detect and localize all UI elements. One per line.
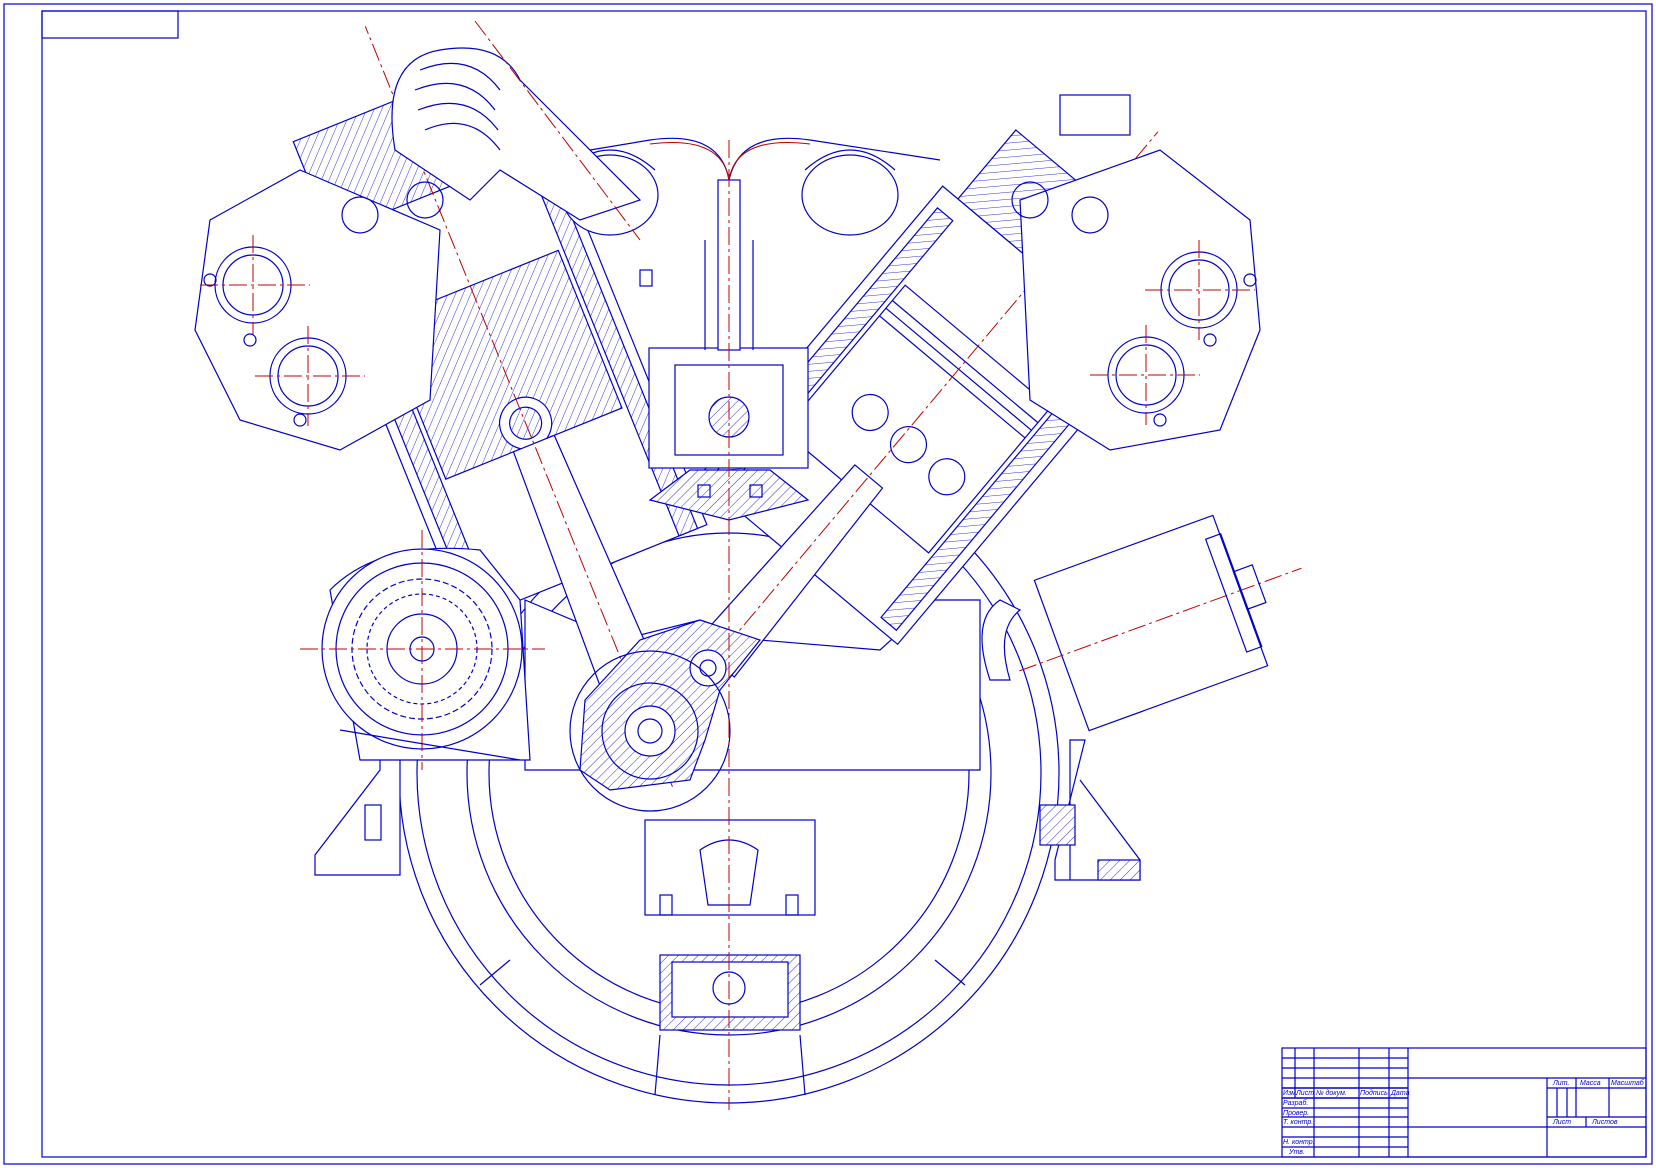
role-checked: Провер. xyxy=(1283,1110,1310,1117)
turbocharger xyxy=(391,20,642,241)
header-date: Дата xyxy=(1391,1090,1410,1097)
header-sheet: Лист xyxy=(1296,1090,1315,1097)
label-sheet: Лист xyxy=(1553,1119,1572,1126)
header-signature: Подпись xyxy=(1360,1090,1388,1097)
right-connecting-rod xyxy=(693,464,884,678)
label-scale: Масштаб xyxy=(1611,1080,1644,1087)
role-tech-control: Т. контр. xyxy=(1283,1119,1314,1126)
crank-pin xyxy=(689,649,727,687)
starter-generator xyxy=(300,530,545,770)
left-cylinder-head-block xyxy=(194,169,444,451)
label-mass: Масса xyxy=(1580,1080,1601,1087)
role-approved: Утв. xyxy=(1289,1149,1305,1156)
right-cylinder-head-block xyxy=(1011,94,1261,451)
label-sheets: Листов xyxy=(1592,1119,1618,1126)
oil-pipe xyxy=(981,599,1022,681)
sheet-border xyxy=(3,3,1653,1165)
drawing-frame xyxy=(41,10,1647,1158)
oil-pan-block xyxy=(644,819,816,916)
header-doc-no: № докум. xyxy=(1316,1090,1347,1097)
oil-filter xyxy=(1019,514,1302,732)
header-change: Изм. xyxy=(1283,1090,1298,1097)
crankshaft xyxy=(569,619,762,812)
title-block xyxy=(1281,1047,1647,1158)
engine-mount-right xyxy=(1039,739,1141,881)
role-norm-control: Н. контр. xyxy=(1283,1139,1315,1146)
top-left-stamp-box xyxy=(41,10,179,39)
exhaust-manifold-right xyxy=(801,149,899,236)
role-developed: Разраб. xyxy=(1283,1100,1309,1107)
right-valve-gear xyxy=(1059,94,1131,136)
label-letter: Лит. xyxy=(1553,1080,1570,1087)
